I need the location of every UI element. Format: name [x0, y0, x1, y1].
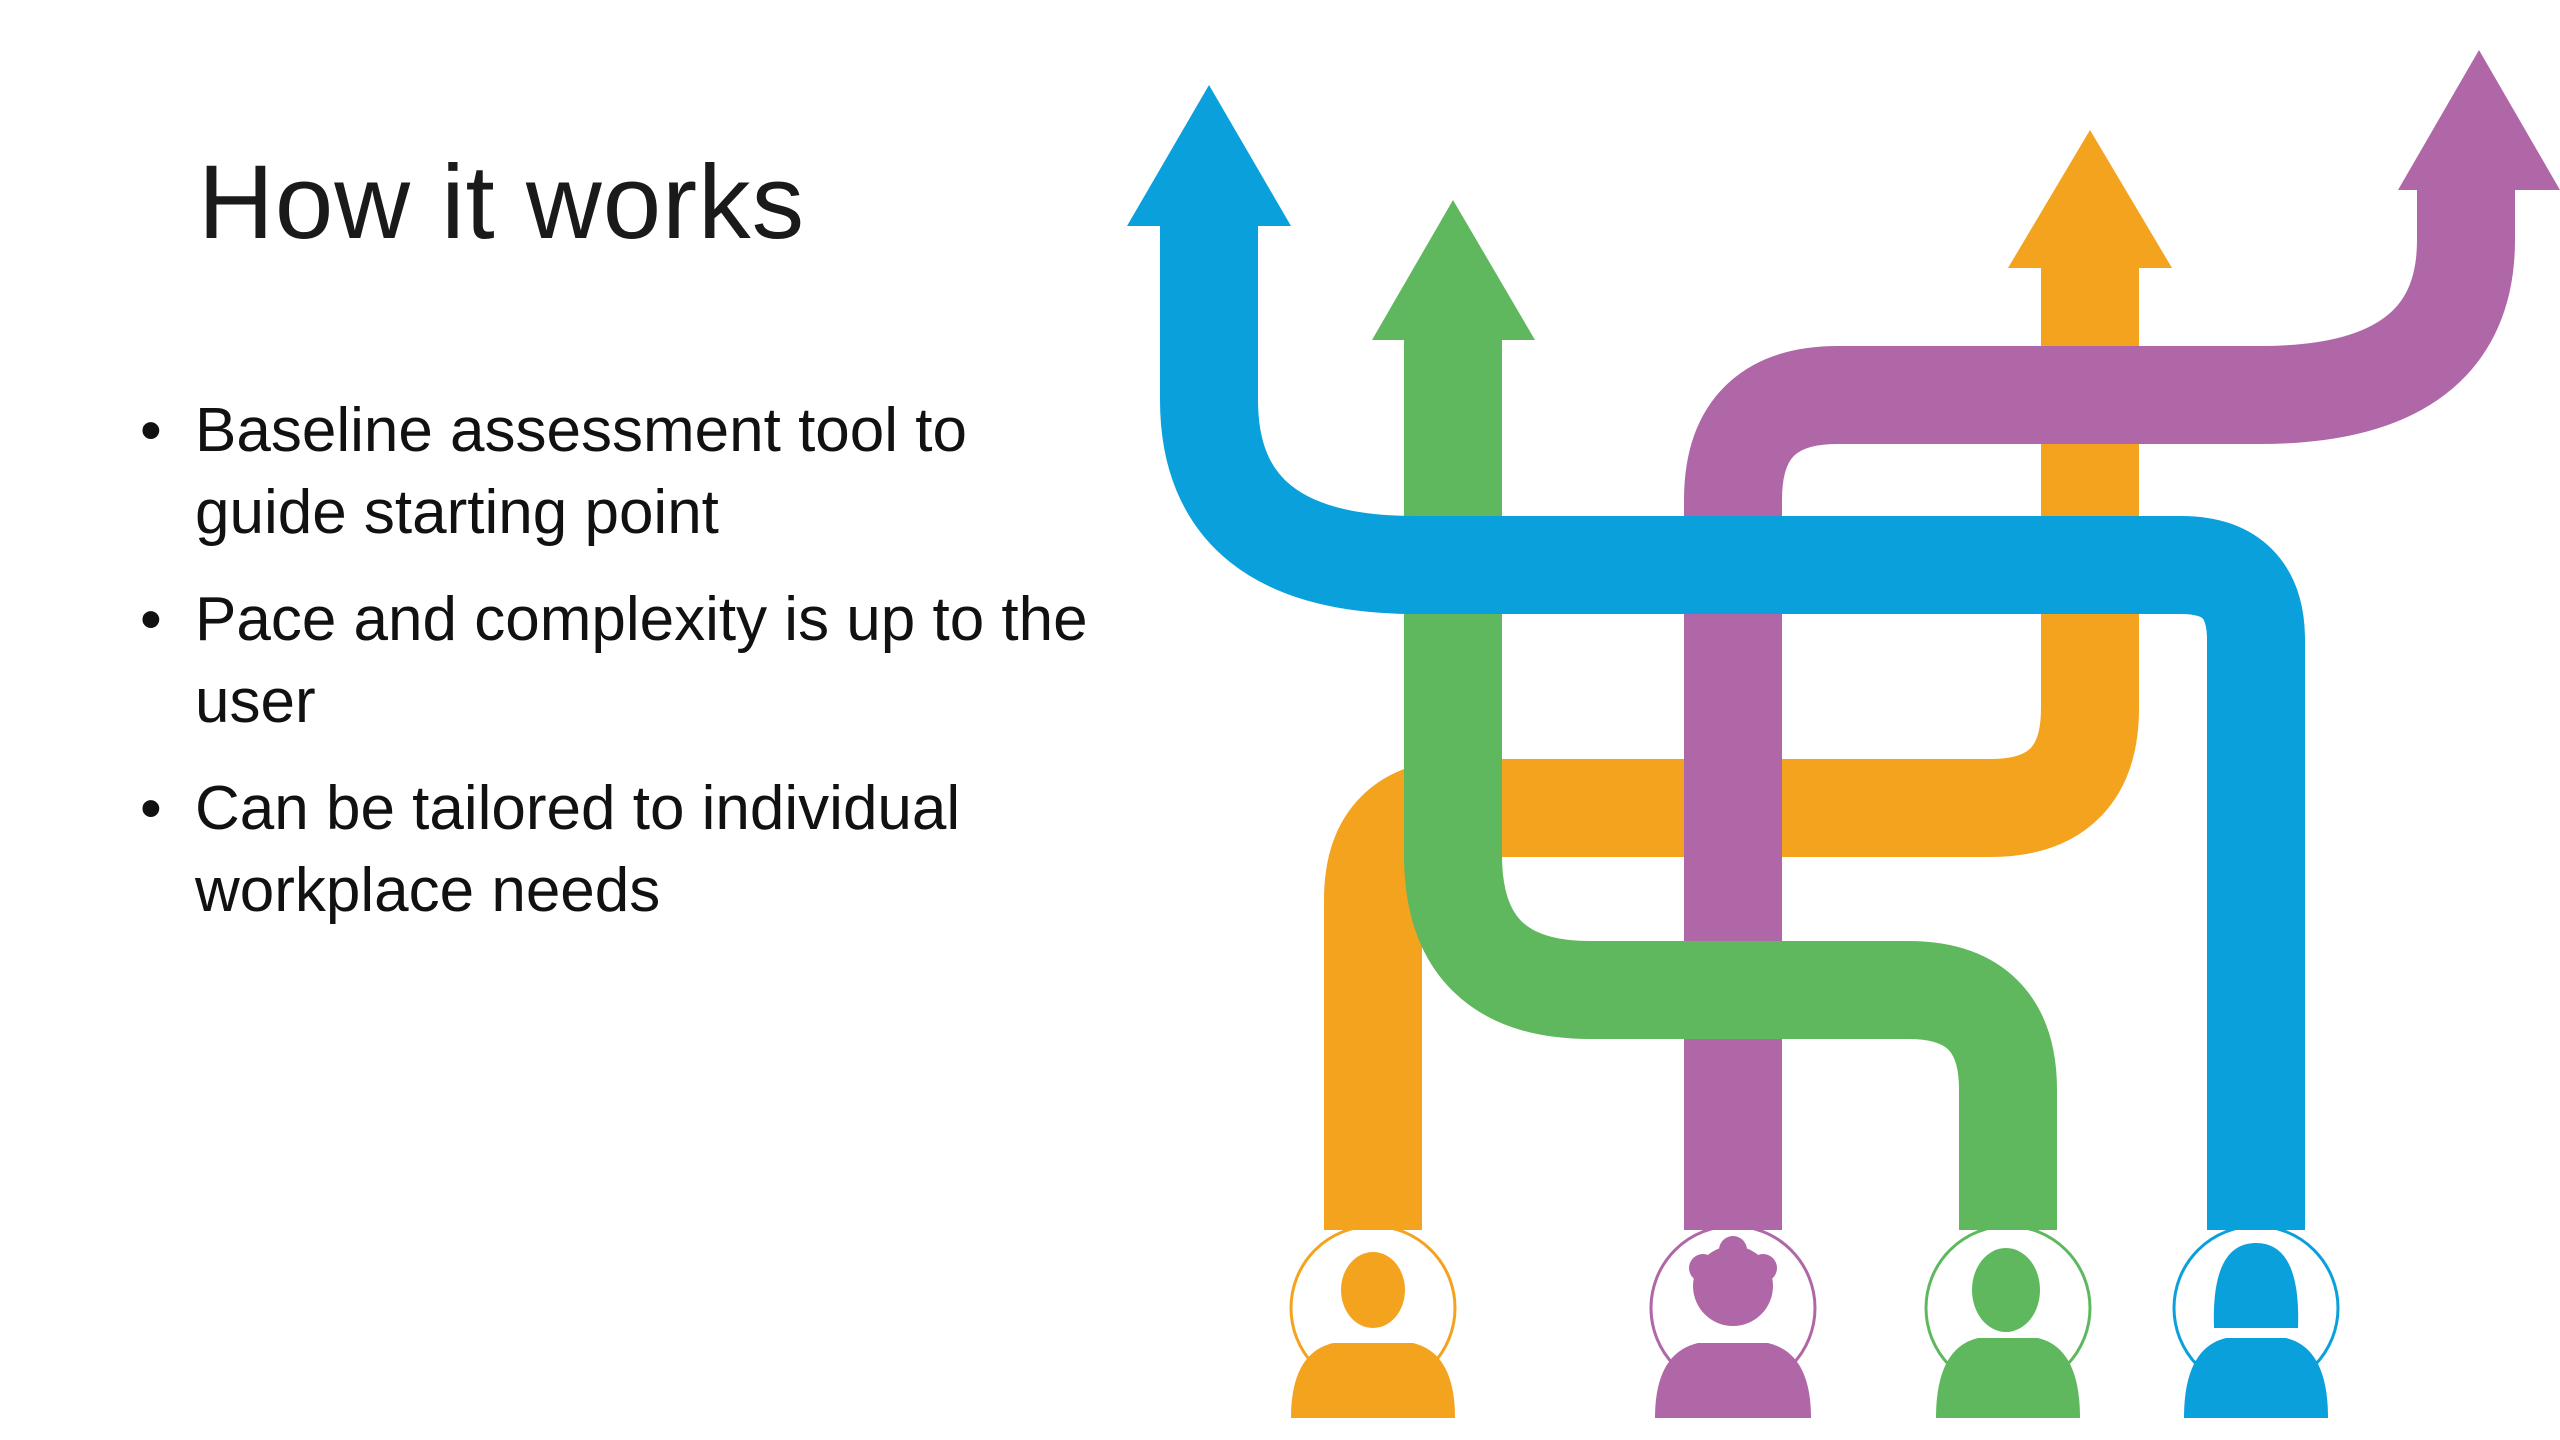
person-purple	[1649, 1224, 1817, 1418]
blue-arrowhead-icon	[1127, 85, 1291, 226]
person-orange	[1289, 1224, 1457, 1418]
person-blue	[2172, 1224, 2340, 1418]
bullet-item: • Pace and complexity is up to the user	[140, 579, 1100, 743]
person-icon	[1655, 1236, 1811, 1418]
person-green	[1924, 1224, 2092, 1418]
slide-title: How it works	[198, 144, 806, 261]
orange-path	[1324, 130, 2172, 1230]
blue-path	[1127, 85, 2305, 1230]
person-icon	[1291, 1252, 1455, 1418]
person-icon	[2184, 1243, 2328, 1418]
bullet-item: • Can be tailored to individual workplac…	[140, 768, 1100, 932]
bullet-text: Can be tailored to individual workplace …	[195, 774, 961, 925]
green-arrowhead-icon	[1372, 200, 1535, 340]
purple-arrowhead-icon	[2398, 50, 2560, 190]
blue-path-stroke	[1160, 220, 2305, 1230]
green-path-stroke	[1404, 330, 2057, 1230]
bullet-dot: •	[140, 774, 162, 843]
green-path	[1372, 200, 2057, 1230]
bullet-dot: •	[140, 396, 162, 465]
bullet-list: • Baseline assessment tool to guide star…	[140, 390, 1100, 957]
bullet-text: Pace and complexity is up to the user	[195, 585, 1088, 736]
bullet-item: • Baseline assessment tool to guide star…	[140, 390, 1100, 554]
person-icon	[1936, 1248, 2080, 1418]
orange-path-stroke	[1324, 260, 2139, 1230]
bullet-dot: •	[140, 585, 162, 654]
orange-arrowhead-icon	[2008, 130, 2172, 268]
purple-path	[1684, 50, 2560, 1230]
purple-path-stroke	[1684, 180, 2515, 1230]
bullet-text: Baseline assessment tool to guide starti…	[195, 396, 967, 547]
